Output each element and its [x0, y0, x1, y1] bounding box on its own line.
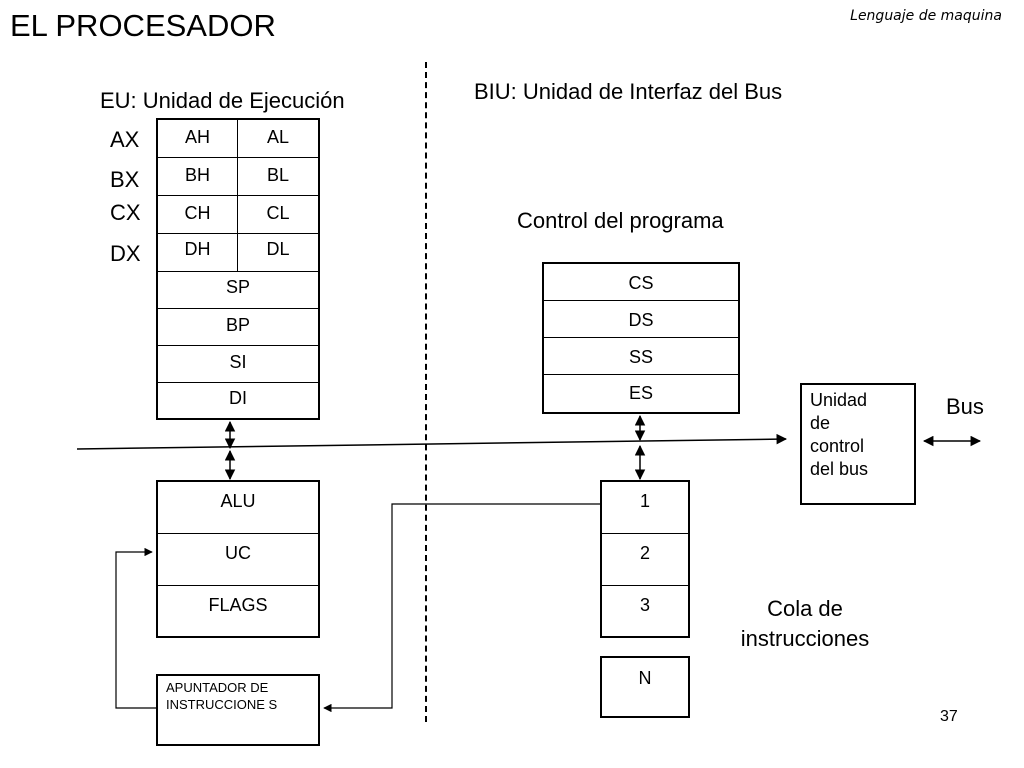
alu-unit: ALU [158, 482, 318, 534]
register-name-dx: DX [110, 241, 141, 266]
register-cl: CL [238, 196, 318, 234]
biu-label: BIU: Unidad de Interfaz del Bus [474, 79, 783, 104]
register-dl: DL [238, 234, 318, 272]
register-ah: AH [158, 120, 238, 158]
register-name-bx: BX [110, 167, 140, 192]
queue-slot-1: 1 [602, 482, 688, 534]
control-program-label: Control del programa [517, 208, 724, 233]
register-cs: CS [544, 264, 738, 301]
register-ss: SS [544, 338, 738, 375]
page-title: EL PROCESADOR [10, 8, 276, 43]
register-di: DI [229, 388, 247, 408]
queue-slot-2: 2 [602, 534, 688, 586]
register-ch: CH [158, 196, 238, 234]
instruction-pointer-box: APUNTADOR DE INSTRUCCIONE S [156, 674, 320, 746]
register-ds: DS [544, 301, 738, 338]
queue-slot-3: 3 [639, 595, 650, 615]
register-es: ES [628, 383, 653, 403]
eu-label: EU: Unidad de Ejecución [100, 88, 345, 113]
instruction-queue: 1 2 3 [600, 480, 690, 638]
bus-unit-line-4: del bus [810, 459, 869, 479]
eu-register-block: AH AL BH BL CH CL DH DL SP BP SI DI [156, 118, 320, 420]
queue-to-pointer-line [323, 503, 600, 713]
eu-units-block: ALU UC FLAGS [156, 480, 320, 638]
bus-label: Bus [946, 394, 984, 419]
uc-unit: UC [158, 534, 318, 586]
queue-label-line2: instrucciones [740, 626, 870, 651]
pointer-to-uc-line [115, 547, 156, 709]
internal-bus-line [76, 433, 788, 450]
bus-unit-line-3: control [810, 436, 865, 456]
register-si: SI [158, 346, 318, 383]
bus-unit-line-1: Unidad [810, 390, 868, 410]
register-name-ax: AX [110, 127, 140, 152]
queue-slot-n: N [600, 656, 690, 718]
segment-register-block: CS DS SS ES [542, 262, 740, 414]
page-subtitle: Lenguaje de maquina [850, 8, 1002, 24]
page-number: 37 [940, 708, 958, 725]
register-sp: SP [158, 272, 318, 309]
register-bl: BL [238, 158, 318, 196]
bus-control-unit: Unidad de control del bus [800, 383, 916, 505]
register-bp: BP [158, 309, 318, 346]
register-al: AL [238, 120, 318, 158]
register-dh: DH [158, 234, 238, 272]
register-name-cx: CX [110, 200, 141, 225]
queue-label-line1: Cola de [767, 596, 843, 621]
flags-unit: FLAGS [208, 595, 268, 615]
register-bh: BH [158, 158, 238, 196]
bus-unit-line-2: de [810, 413, 831, 433]
queue-slot-n-label: N [638, 668, 652, 688]
section-divider [425, 62, 427, 722]
